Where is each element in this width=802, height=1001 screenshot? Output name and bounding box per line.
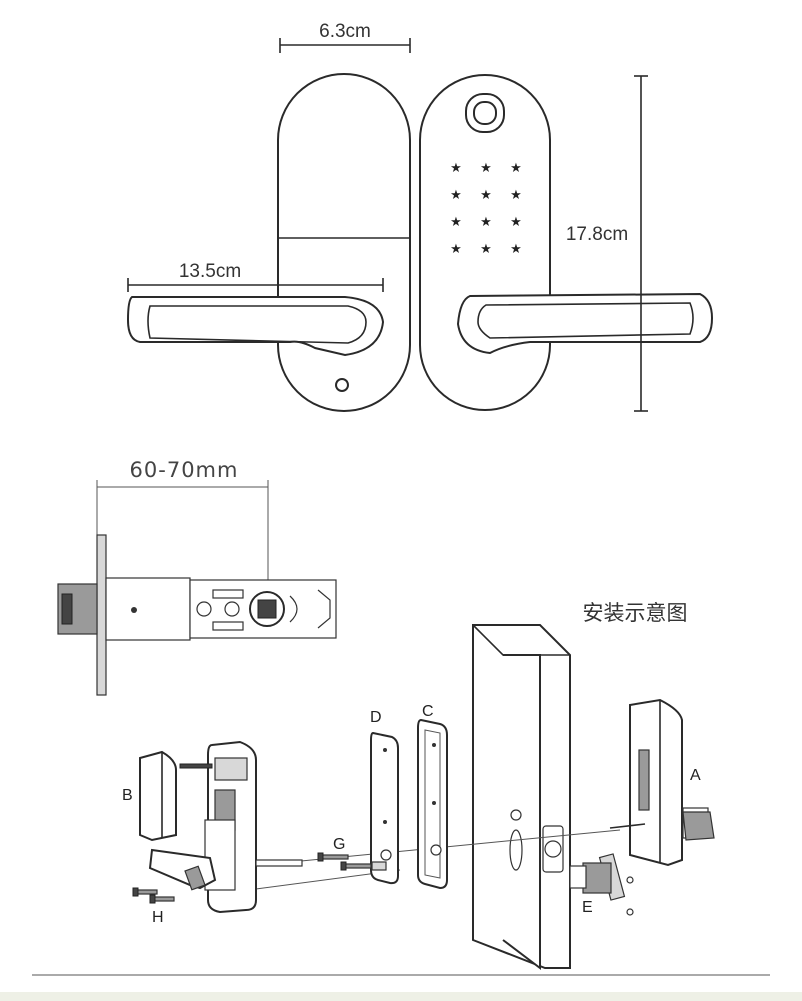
svg-text:★: ★ — [450, 188, 462, 203]
svg-text:★: ★ — [450, 161, 462, 176]
part-g-screws: G — [317, 836, 372, 871]
handle-label: 13.5cm — [179, 261, 241, 282]
svg-text:★: ★ — [450, 242, 462, 257]
inner-lock-body — [179, 740, 303, 914]
part-e-latch: E — [569, 853, 634, 916]
part-a-outer-lock: A — [609, 698, 715, 867]
footer-band — [0, 992, 802, 1001]
part-c-plate: C — [417, 703, 448, 890]
height-dimension: 17.8cm — [566, 75, 648, 412]
svg-text:★: ★ — [480, 161, 492, 176]
latch-label: 60-70mm — [130, 458, 239, 482]
svg-text:★: ★ — [510, 242, 522, 257]
svg-text:★: ★ — [510, 215, 522, 230]
keypad-icon: ★ ★ ★ ★ ★ ★ ★ ★ ★ ★ ★ ★ — [450, 161, 522, 257]
inner-plate — [277, 73, 411, 413]
width-dimension: 6.3cm — [279, 21, 411, 53]
svg-text:★: ★ — [510, 161, 522, 176]
part-d-label: D — [370, 709, 382, 726]
part-c-label: C — [422, 703, 434, 720]
latch-dimension: 60-70mm — [96, 458, 269, 592]
part-g-label: G — [333, 836, 345, 853]
outer-plate: ★ ★ ★ ★ ★ ★ ★ ★ ★ ★ ★ ★ — [419, 74, 551, 412]
part-b-label: B — [122, 787, 133, 804]
part-h-label: H — [152, 909, 164, 926]
svg-text:★: ★ — [480, 242, 492, 257]
inner-handle — [126, 296, 385, 357]
install-diagram: 安装示意图 A — [122, 601, 715, 971]
front-view: 6.3cm ★ ★ ★ ★ ★ ★ ★ ★ ★ ★ ★ ★ — [126, 21, 714, 413]
part-h-screws: H — [132, 887, 175, 926]
part-d-plate: D — [370, 709, 399, 885]
width-label: 6.3cm — [319, 21, 371, 42]
door — [472, 624, 571, 971]
handle-dimension: 13.5cm — [127, 261, 384, 292]
outer-handle — [456, 292, 714, 355]
part-e-label: E — [582, 899, 593, 916]
keyhole-icon — [335, 378, 349, 392]
part-a-label: A — [690, 767, 701, 784]
svg-text:★: ★ — [450, 215, 462, 230]
latch-view: 60-70mm — [57, 458, 337, 696]
inner-handle-install — [148, 848, 217, 891]
svg-text:★: ★ — [480, 188, 492, 203]
svg-text:★: ★ — [480, 215, 492, 230]
part-b-battery-cover: B — [122, 750, 177, 842]
height-label: 17.8cm — [566, 224, 628, 245]
install-title: 安装示意图 — [583, 601, 688, 625]
svg-text:★: ★ — [510, 188, 522, 203]
